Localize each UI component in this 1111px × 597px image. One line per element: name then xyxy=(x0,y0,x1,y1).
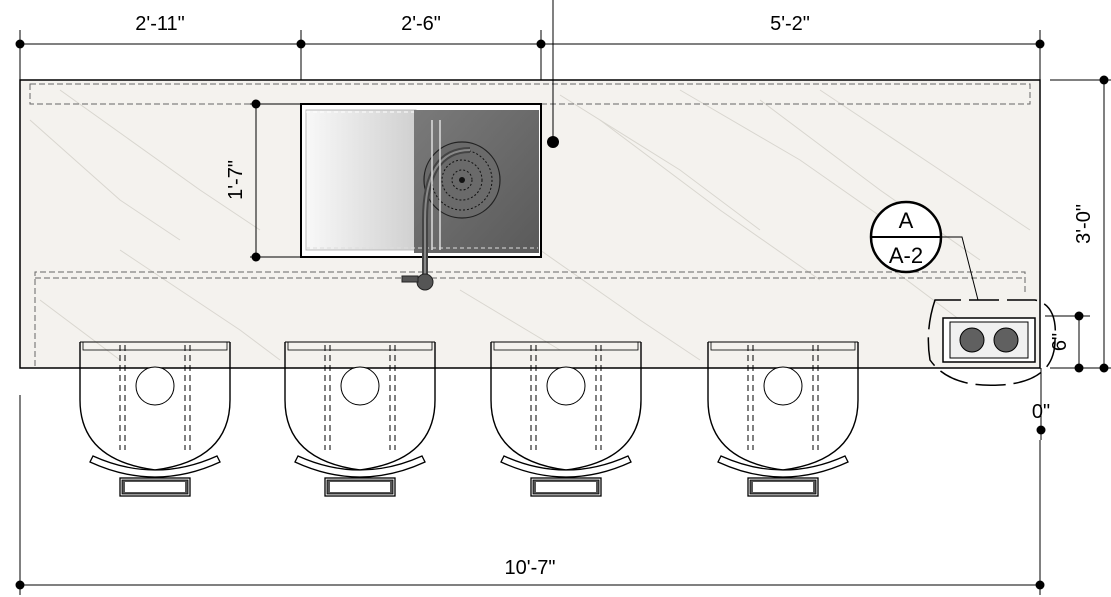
dim-overall-length: 10'-7" xyxy=(505,557,556,579)
callout-leader xyxy=(940,236,979,301)
sink xyxy=(300,0,559,291)
outlet-receptacle-icon xyxy=(959,327,985,353)
callout-letter: A xyxy=(899,208,914,233)
stool-icon xyxy=(79,341,231,497)
faucet-icon xyxy=(401,120,471,291)
stool-icon xyxy=(490,341,642,497)
top-dimension: 2'-11" 2'-6" 5'-2" xyxy=(15,13,1045,80)
dim-top-left: 2'-11" xyxy=(135,13,184,35)
dim-outlet-height: 6" xyxy=(1049,333,1071,351)
outlet-cloud xyxy=(927,299,1057,387)
stools xyxy=(79,341,859,497)
overall-depth-dimension: 3'-0" xyxy=(1050,75,1111,373)
stool-icon xyxy=(707,341,859,497)
sink-depth-dimension: 1'-7" xyxy=(225,99,301,262)
dim-top-middle: 2'-6" xyxy=(401,13,441,35)
section-callout: A A-2 xyxy=(869,200,979,301)
dim-outlet-offset: 0" xyxy=(1032,401,1050,423)
outlet-offset-dimension: 0" xyxy=(1032,368,1050,440)
dim-top-right: 5'-2" xyxy=(770,13,810,35)
stool-icon xyxy=(284,341,436,497)
dim-overall-depth: 3'-0" xyxy=(1073,204,1095,244)
back-edge-dashed xyxy=(29,83,1031,105)
outlet-receptacle-icon xyxy=(993,327,1019,353)
dim-sink-depth: 1'-7" xyxy=(225,160,247,200)
callout-sheet: A-2 xyxy=(889,243,923,268)
outlet xyxy=(927,299,1057,387)
overall-length-dimension: 10'-7" xyxy=(15,395,1045,595)
sink-left-basin xyxy=(305,109,417,251)
outlet-height-dimension: 6" xyxy=(1045,311,1090,373)
cabinet-outline-dashed xyxy=(34,271,1026,366)
